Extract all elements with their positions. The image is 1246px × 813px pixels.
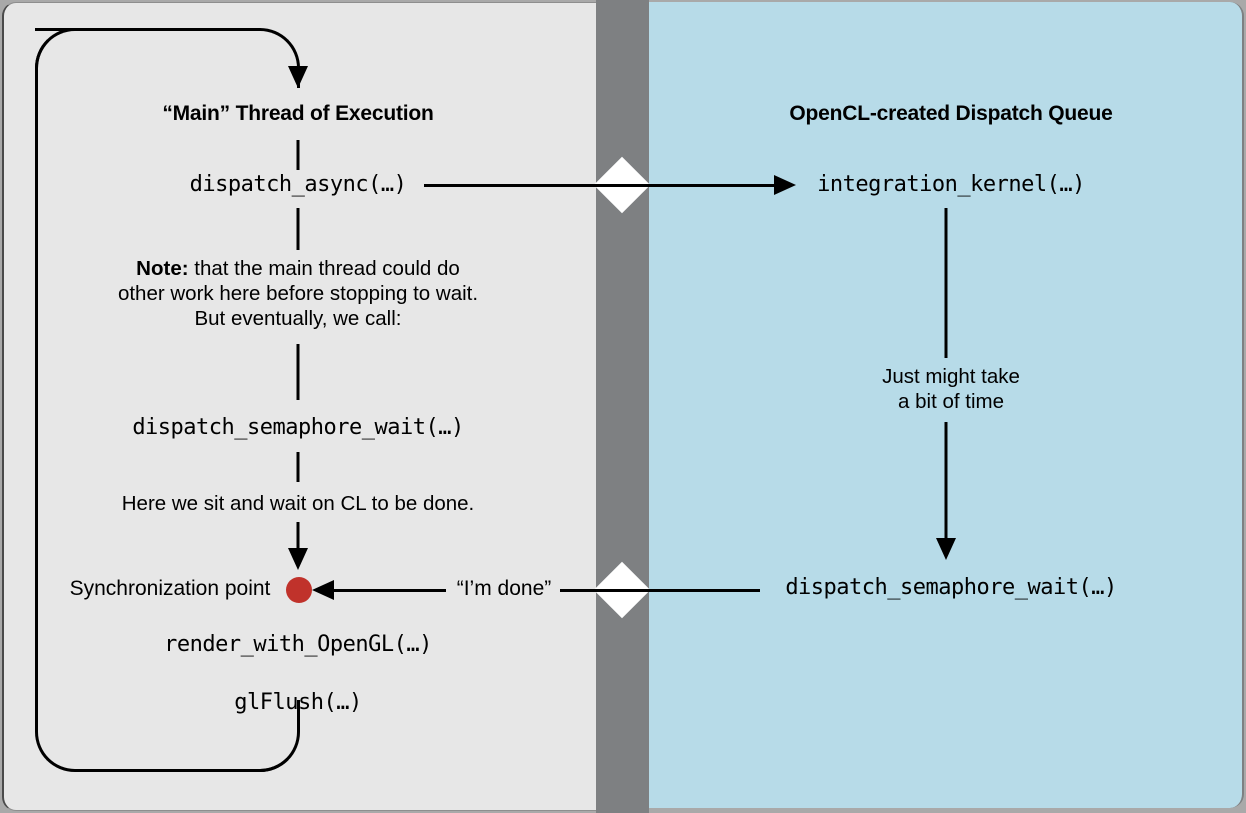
main-thread-panel [2, 2, 596, 811]
main-loop-top-segment [35, 28, 300, 88]
note-line-1: that the main thread could do [188, 257, 460, 280]
connector-heading-to-dispatch-async [296, 140, 300, 170]
connector-semaphore-wait-to-caption [296, 452, 300, 482]
main-thread-heading: “Main” Thread of Execution [162, 102, 434, 125]
dispatch-queue-heading: OpenCL-created Dispatch Queue [789, 102, 1113, 125]
wait-caption: Here we sit and wait on CL to be done. [121, 492, 475, 515]
connector-caption-to-sync-point [296, 522, 300, 554]
dispatch-queue-panel [649, 2, 1244, 808]
note-lead: Note: [136, 257, 189, 280]
note-line-2: other work here before stopping to wait. [117, 282, 479, 305]
arrow-done-right-segment-overlay [560, 589, 760, 592]
call-dispatch-async: dispatch_async(…) [189, 172, 407, 197]
duration-note-line-2: a bit of time [898, 390, 1004, 413]
sync-point-arrowhead [288, 548, 308, 570]
call-glflush: glFlush(…) [234, 690, 362, 715]
duration-note-line-1: Just might take [882, 365, 1020, 388]
call-dispatch-semaphore-wait-queue: dispatch_semaphore_wait(…) [785, 575, 1117, 600]
thread-divider-band [596, 0, 649, 813]
sync-point-label: Synchronization point [69, 577, 271, 600]
connector-note-to-semaphore-wait [296, 344, 300, 400]
arrowhead-to-synchronization-point [312, 580, 334, 600]
call-integration-kernel: integration_kernel(…) [817, 172, 1085, 197]
call-render-with-opengl: render_with_OpenGL(…) [164, 632, 432, 657]
arrow-dispatch-async-to-kernel-overlay [424, 184, 776, 187]
connector-duration-note-to-semaphore-wait [944, 422, 948, 542]
arrow-done-left-segment [334, 589, 446, 592]
note-line-3: But eventually, we call: [194, 307, 402, 330]
call-dispatch-semaphore-wait-main: dispatch_semaphore_wait(…) [132, 415, 464, 440]
main-thread-note: Note: that the main thread could do othe… [63, 256, 533, 331]
done-message-label: “I’m done” [450, 576, 558, 602]
arrowhead-to-integration-kernel [774, 175, 796, 195]
synchronization-point-dot [286, 577, 312, 603]
main-loop-bottom-right-corner [240, 700, 300, 772]
arrowhead-to-dispatch-semaphore-wait-queue [936, 538, 956, 560]
main-loop-arrowhead [288, 66, 308, 88]
connector-kernel-to-duration-note [944, 208, 948, 358]
duration-note: Just might take a bit of time [801, 364, 1101, 414]
connector-dispatch-async-to-note [296, 208, 300, 250]
